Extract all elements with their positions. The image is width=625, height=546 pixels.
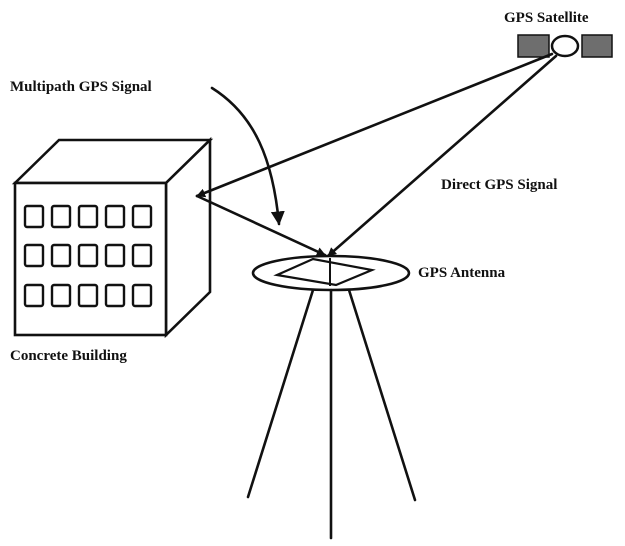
building-window	[104, 204, 126, 229]
gps-satellite-label: GPS Satellite	[504, 10, 589, 26]
signal-paths	[195, 52, 558, 258]
multipath-label-pointer-arrow	[210, 86, 285, 226]
building-window	[50, 243, 72, 268]
multipath-reflected-ray	[195, 194, 327, 257]
multipath-signal-label: Multipath GPS Signal	[10, 79, 152, 95]
building-window	[23, 283, 45, 308]
satellite-left-solar-panel	[517, 34, 550, 58]
building-window	[23, 204, 45, 229]
building-window	[131, 283, 153, 308]
building-window	[50, 283, 72, 308]
tripod-left-leg	[246, 288, 315, 499]
direct-signal-label: Direct GPS Signal	[441, 177, 557, 193]
concrete-building	[11, 136, 214, 339]
gps-antenna	[246, 254, 417, 540]
building-window	[104, 243, 126, 268]
building-window	[131, 243, 153, 268]
building-window	[77, 283, 99, 308]
multipath-incident-ray	[195, 52, 554, 198]
antenna-element	[273, 257, 376, 287]
building-window	[131, 204, 153, 229]
gps-antenna-label: GPS Antenna	[418, 265, 506, 281]
building-window	[77, 243, 99, 268]
satellite-right-solar-panel	[581, 34, 613, 58]
satellite-body	[550, 34, 580, 58]
concrete-building-label: Concrete Building	[10, 348, 127, 364]
gps-satellite	[517, 34, 613, 58]
tripod-right-leg	[347, 288, 417, 502]
building-windows	[23, 204, 153, 308]
building-window	[23, 243, 45, 268]
building-window	[104, 283, 126, 308]
building-window	[77, 204, 99, 229]
direct-signal-ray	[326, 54, 558, 258]
building-window	[50, 204, 72, 229]
